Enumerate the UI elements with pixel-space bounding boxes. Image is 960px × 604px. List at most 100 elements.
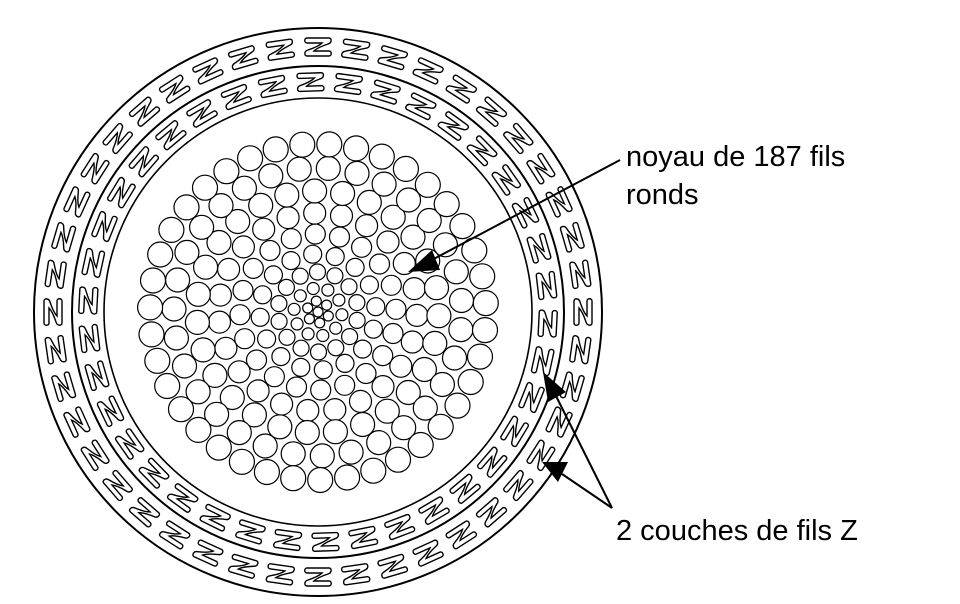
- z-wire: [417, 495, 451, 526]
- round-wire: [248, 192, 274, 218]
- round-wire: [277, 278, 295, 296]
- round-wire: [321, 299, 333, 311]
- z-wire: [304, 567, 332, 587]
- round-wire: [226, 420, 252, 446]
- round-wire: [205, 434, 232, 461]
- round-wire: [392, 155, 419, 182]
- layer-arrow-inner: [542, 462, 613, 509]
- round-wire: [274, 182, 300, 208]
- z-wire: [127, 95, 162, 128]
- round-wire: [310, 295, 322, 307]
- z-wire: [227, 553, 260, 580]
- round-wire: [304, 223, 326, 245]
- z-wire: [474, 95, 509, 128]
- round-wire: [204, 401, 230, 427]
- round-wire: [405, 303, 429, 327]
- z-wire: [78, 323, 101, 354]
- round-wire: [433, 191, 460, 218]
- round-wire: [432, 232, 458, 258]
- z-wire: [62, 405, 92, 439]
- round-wire: [290, 317, 304, 331]
- round-wire: [191, 174, 219, 201]
- round-wire: [287, 302, 301, 316]
- round-wire: [253, 458, 280, 486]
- round-wire: [213, 158, 240, 185]
- core-label-line1: noyau de 187 fils: [626, 141, 846, 173]
- round-wire: [380, 204, 406, 230]
- round-wire: [237, 145, 264, 172]
- round-wire: [382, 322, 404, 345]
- z-wire: [535, 270, 558, 301]
- round-wire: [429, 371, 455, 398]
- z-wire: [444, 73, 479, 105]
- z-wire: [50, 221, 77, 254]
- z-wire: [340, 38, 371, 62]
- round-wire: [366, 430, 392, 456]
- round-wire: [262, 136, 289, 163]
- round-wire: [231, 175, 257, 201]
- round-wire: [372, 345, 394, 367]
- z-wire: [185, 98, 219, 129]
- round-wire: [316, 131, 343, 158]
- z-wire: [296, 71, 325, 93]
- round-wire: [411, 356, 437, 383]
- z-wire: [43, 298, 63, 326]
- z-wire: [114, 427, 146, 461]
- round-wire: [173, 194, 200, 221]
- round-wire: [359, 275, 379, 295]
- round-wire: [323, 398, 347, 422]
- z-wire: [79, 151, 111, 186]
- round-wire: [332, 293, 346, 307]
- round-wire: [234, 328, 256, 350]
- round-wire: [232, 279, 254, 302]
- round-wire: [392, 251, 416, 276]
- round-wire: [351, 236, 373, 258]
- round-wire: [286, 156, 312, 182]
- round-wire: [326, 267, 344, 285]
- round-wire: [271, 347, 291, 367]
- round-wire: [334, 374, 356, 396]
- round-wire: [335, 308, 349, 322]
- round-wire: [137, 294, 164, 321]
- z-wire: [157, 519, 192, 551]
- round-wire: [257, 329, 277, 349]
- round-wire: [374, 398, 400, 424]
- z-wire: [559, 221, 586, 254]
- round-wire: [395, 379, 421, 406]
- round-wire: [144, 347, 171, 374]
- round-wire: [303, 201, 327, 225]
- round-wire: [322, 310, 334, 322]
- round-wire: [280, 441, 306, 467]
- z-wire: [80, 247, 106, 279]
- z-wire: [304, 37, 332, 57]
- round-wire: [147, 241, 174, 268]
- z-wire: [499, 414, 530, 449]
- z-wire: [376, 553, 409, 580]
- round-wire: [190, 337, 216, 363]
- round-wire: [231, 235, 255, 259]
- round-wire: [285, 376, 308, 398]
- round-wire: [229, 304, 251, 326]
- round-wire: [208, 193, 234, 219]
- round-wire: [444, 392, 471, 419]
- round-wire: [395, 187, 422, 213]
- z-wire: [157, 73, 192, 105]
- round-wire: [330, 180, 356, 207]
- round-wire: [206, 229, 232, 256]
- round-wire: [327, 339, 345, 357]
- round-wire: [228, 448, 255, 475]
- round-wire: [270, 392, 294, 416]
- z-wire: [265, 38, 296, 62]
- round-wire: [471, 317, 499, 344]
- round-wire: [259, 239, 281, 262]
- round-wire: [276, 206, 300, 230]
- z-wire: [101, 121, 134, 156]
- round-wire: [313, 360, 333, 380]
- round-wire: [338, 439, 364, 465]
- z-wire: [502, 468, 535, 503]
- z-wire: [568, 259, 592, 290]
- round-wire: [308, 263, 327, 281]
- round-wire: [292, 339, 310, 357]
- round-wire: [219, 384, 245, 411]
